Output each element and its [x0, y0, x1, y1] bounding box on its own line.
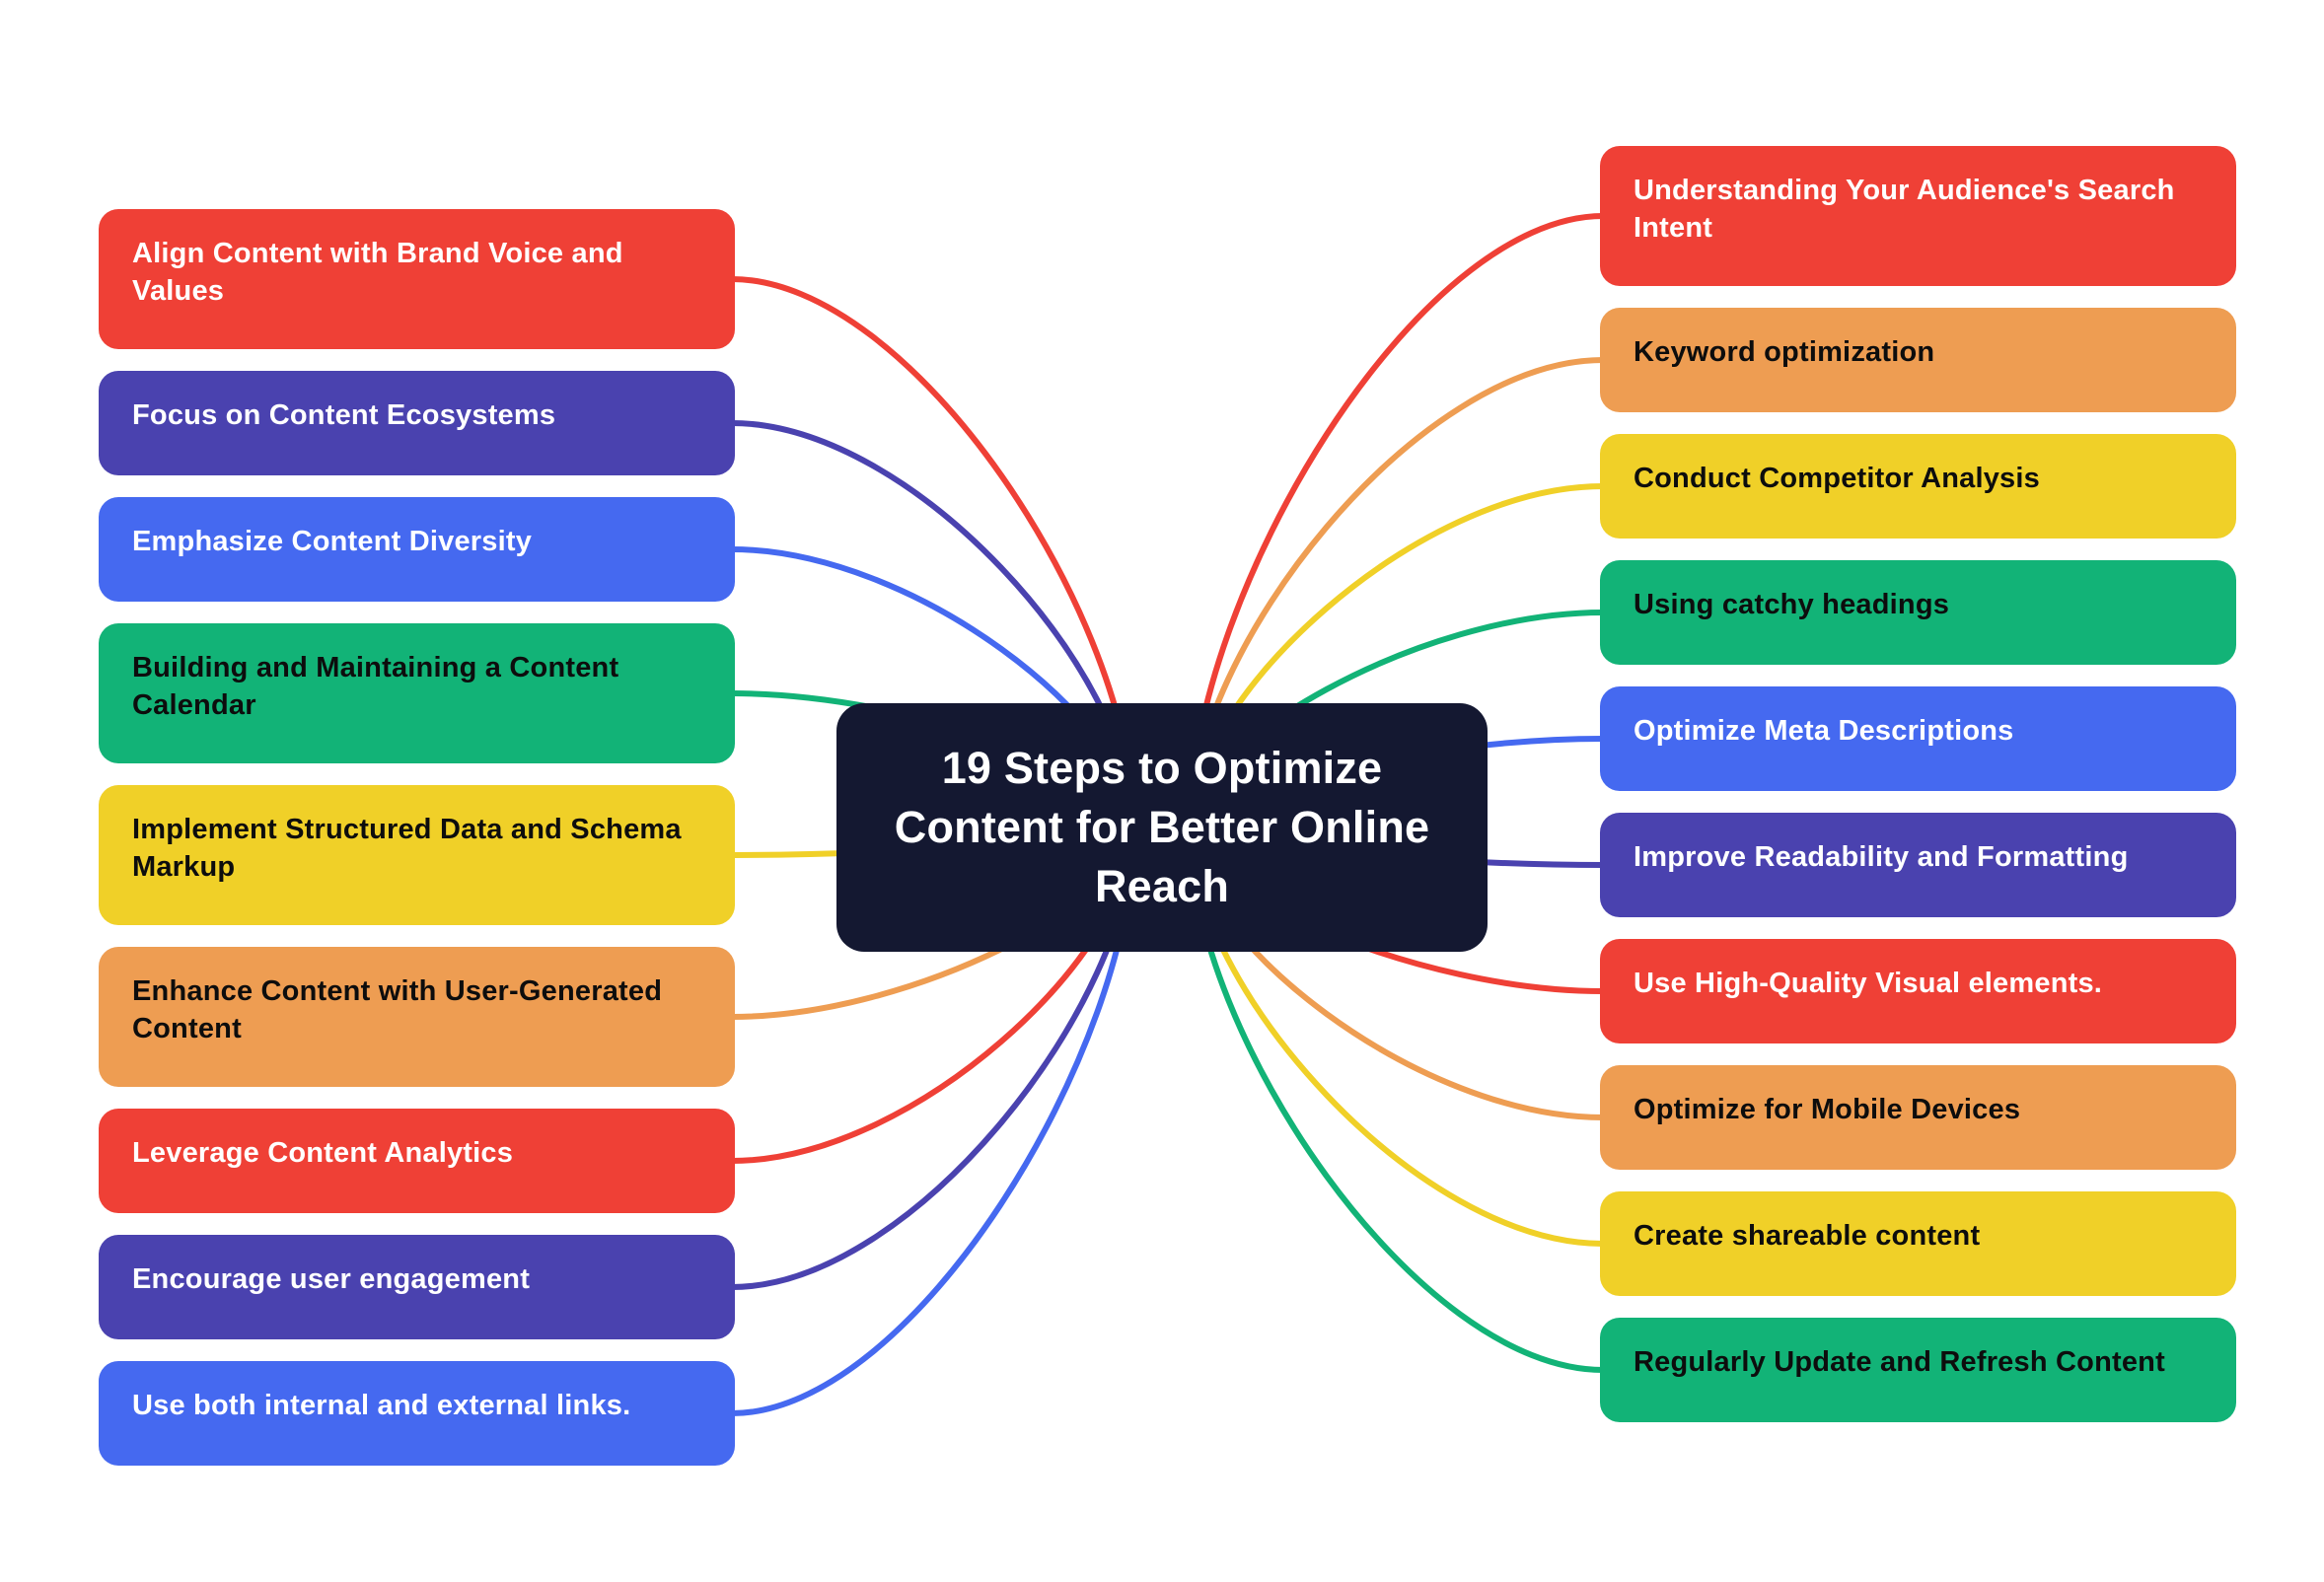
- branch-label: Align Content with Brand Voice and Value…: [132, 238, 623, 307]
- branch-label: Optimize for Mobile Devices: [1634, 1094, 2021, 1125]
- branch-node-left-5: Implement Structured Data and Schema Mar…: [99, 785, 735, 925]
- branch-node-left-2: Focus on Content Ecosystems: [99, 371, 735, 475]
- branch-node-right-9: Create shareable content: [1600, 1191, 2236, 1296]
- branch-label: Create shareable content: [1634, 1220, 1981, 1252]
- branch-label: Emphasize Content Diversity: [132, 526, 533, 557]
- branch-label: Use both internal and external links.: [132, 1390, 631, 1421]
- branch-node-right-3: Conduct Competitor Analysis: [1600, 434, 2236, 539]
- branch-label: Improve Readability and Formatting: [1634, 841, 2129, 873]
- branch-node-right-1: Understanding Your Audience's Search Int…: [1600, 146, 2236, 286]
- branch-label: Using catchy headings: [1634, 589, 1950, 620]
- branch-node-right-5: Optimize Meta Descriptions: [1600, 686, 2236, 791]
- branch-node-right-4: Using catchy headings: [1600, 560, 2236, 665]
- branch-label: Leverage Content Analytics: [132, 1137, 514, 1169]
- branch-node-left-8: Encourage user engagement: [99, 1235, 735, 1339]
- branch-node-right-8: Optimize for Mobile Devices: [1600, 1065, 2236, 1170]
- branch-label: Understanding Your Audience's Search Int…: [1634, 175, 2175, 244]
- branch-label: Building and Maintaining a Content Calen…: [132, 652, 619, 721]
- center-node: 19 Steps to Optimize Content for Better …: [836, 703, 1488, 952]
- right-branch-column: Understanding Your Audience's Search Int…: [1600, 146, 2236, 1422]
- branch-node-left-9: Use both internal and external links.: [99, 1361, 735, 1466]
- branch-label: Conduct Competitor Analysis: [1634, 463, 2040, 494]
- branch-node-left-7: Leverage Content Analytics: [99, 1109, 735, 1213]
- branch-label: Enhance Content with User-Generated Cont…: [132, 975, 663, 1044]
- branch-node-right-10: Regularly Update and Refresh Content: [1600, 1318, 2236, 1422]
- center-node-label: 19 Steps to Optimize Content for Better …: [894, 743, 1430, 911]
- branch-node-left-3: Emphasize Content Diversity: [99, 497, 735, 602]
- branch-label: Regularly Update and Refresh Content: [1634, 1346, 2165, 1378]
- branch-label: Encourage user engagement: [132, 1263, 531, 1295]
- left-branch-column: Align Content with Brand Voice and Value…: [99, 209, 735, 1466]
- branch-label: Implement Structured Data and Schema Mar…: [132, 814, 682, 883]
- branch-label: Focus on Content Ecosystems: [132, 399, 556, 431]
- branch-node-left-4: Building and Maintaining a Content Calen…: [99, 623, 735, 763]
- branch-node-left-6: Enhance Content with User-Generated Cont…: [99, 947, 735, 1087]
- branch-node-right-7: Use High-Quality Visual elements.: [1600, 939, 2236, 1043]
- branch-node-left-1: Align Content with Brand Voice and Value…: [99, 209, 735, 349]
- branch-label: Use High-Quality Visual elements.: [1634, 968, 2103, 999]
- branch-node-right-2: Keyword optimization: [1600, 308, 2236, 412]
- branch-node-right-6: Improve Readability and Formatting: [1600, 813, 2236, 917]
- branch-label: Optimize Meta Descriptions: [1634, 715, 2014, 747]
- branch-label: Keyword optimization: [1634, 336, 1935, 368]
